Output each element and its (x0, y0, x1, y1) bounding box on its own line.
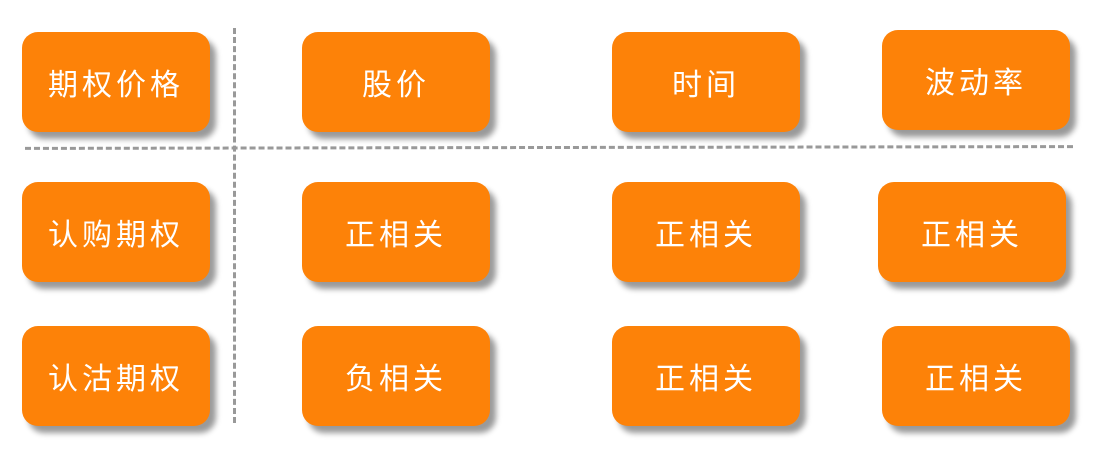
header-volatility: 波动率 (882, 30, 1070, 130)
vertical-divider (233, 28, 236, 423)
cell-call-stock: 正相关 (302, 182, 490, 282)
row-label-call: 认购期权 (22, 182, 210, 282)
cell-put-stock: 负相关 (302, 326, 490, 426)
header-option-price: 期权价格 (22, 32, 210, 132)
horizontal-divider (24, 145, 1074, 150)
header-time: 时间 (612, 32, 800, 132)
row-label-put: 认沽期权 (22, 326, 210, 426)
header-stock-price: 股价 (302, 32, 490, 132)
cell-put-time: 正相关 (612, 326, 800, 426)
cell-put-volatility: 正相关 (882, 326, 1070, 426)
cell-call-time: 正相关 (612, 182, 800, 282)
cell-call-volatility: 正相关 (878, 182, 1066, 282)
